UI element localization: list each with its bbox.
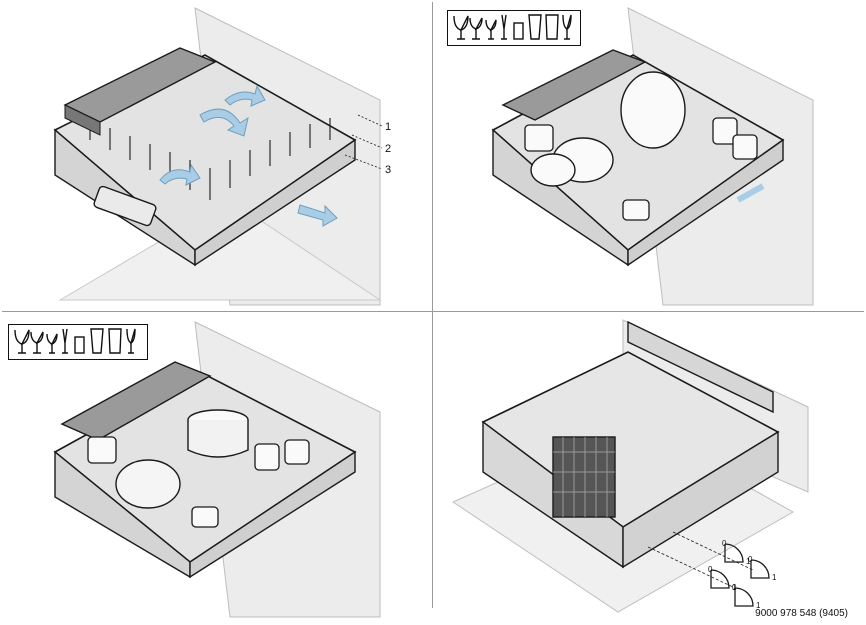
angle-mark-zero: 0	[708, 565, 713, 574]
rack-tines	[89, 118, 331, 200]
cutlery-tray-front	[64, 104, 101, 136]
angle-mark-zero: 0	[722, 539, 727, 548]
cutlery-basket-grid	[553, 437, 615, 517]
pot	[187, 420, 249, 458]
blue-arrow-icon	[159, 84, 338, 227]
floor	[58, 199, 382, 301]
folding-tines	[627, 320, 774, 414]
angle-leaders	[647, 531, 754, 588]
glass-types-icon	[447, 10, 581, 46]
callout-3: 3	[385, 164, 392, 176]
bowl	[530, 153, 576, 187]
callout-1: 1	[385, 121, 392, 133]
angle-mark-zero: 0	[748, 555, 753, 564]
callout-leaders	[344, 114, 383, 170]
angle-mark-one: 1	[756, 601, 761, 610]
cups	[524, 117, 758, 221]
document-number: 9000 978 548 (9405)	[755, 608, 848, 619]
rack-handle	[93, 185, 157, 227]
callout-2: 2	[385, 143, 392, 155]
panel-bottom-left-loaded-rack	[0, 312, 432, 625]
vertical-divider	[432, 2, 433, 608]
rack-illustration-2	[491, 7, 814, 306]
angle-mark-one: 1	[732, 583, 737, 592]
blue-highlight	[736, 183, 765, 203]
rack-illustration-1	[53, 7, 383, 306]
cutlery-basket	[552, 436, 616, 518]
bowl	[115, 459, 181, 509]
panel-top-right-loaded-rack	[433, 0, 866, 311]
angle-mark-one: 1	[772, 573, 777, 582]
angle-mark-zero: 0	[732, 583, 737, 592]
panel-top-left-rack-adjustment: 1 2 3	[0, 0, 432, 311]
rack-side	[194, 138, 356, 267]
rack-illustration-3	[53, 321, 381, 618]
glass-types-icon	[8, 324, 148, 360]
angle-indicator-icon	[710, 543, 770, 607]
angle-mark-one: 1	[746, 557, 751, 566]
rack-illustration-4	[451, 319, 809, 613]
panel-bottom-right-lower-rack: 0 1 0 1 0 1 0 1	[433, 312, 866, 625]
horizontal-divider	[2, 311, 864, 312]
plate	[620, 71, 686, 149]
cups	[87, 436, 310, 528]
